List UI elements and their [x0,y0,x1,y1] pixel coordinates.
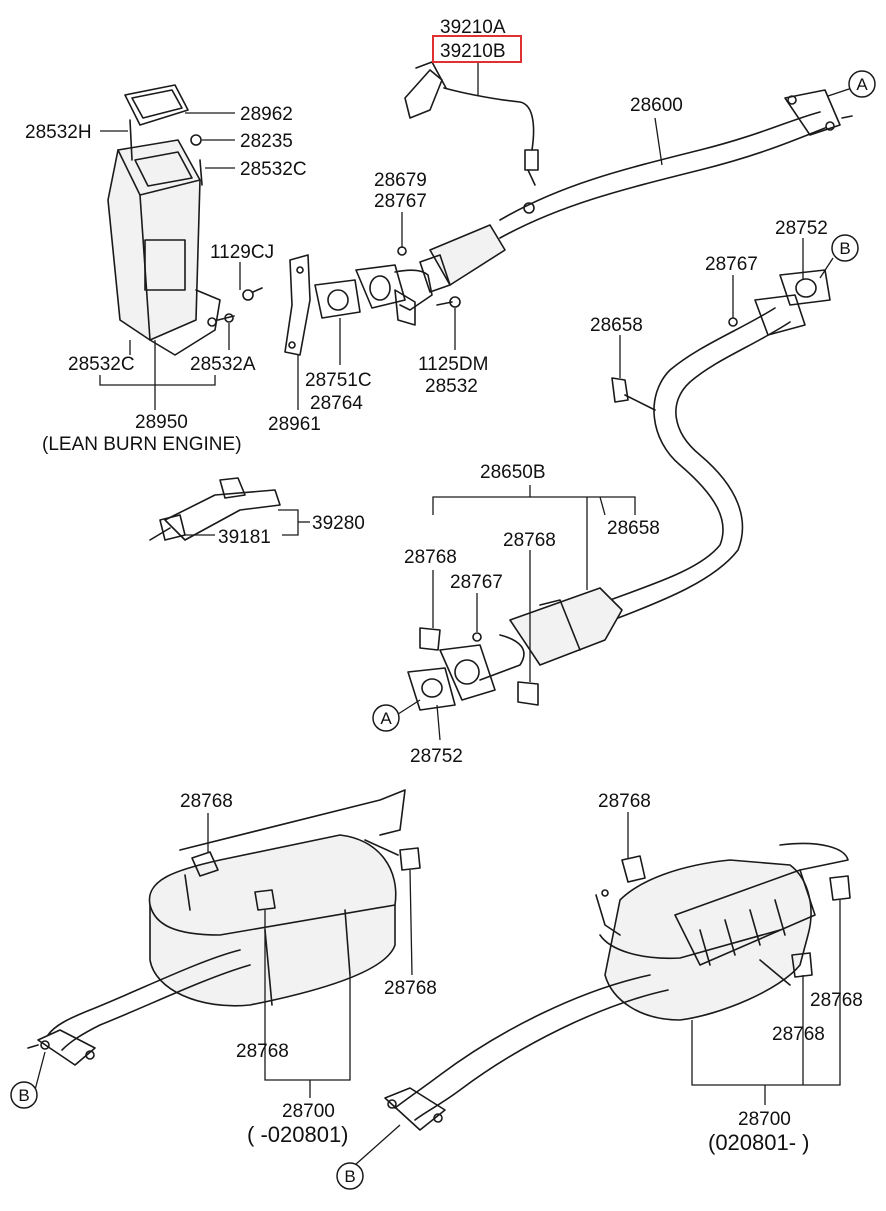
part-label-28768-d: 28768 [598,791,651,812]
ref-circle-b-top [831,234,859,262]
part-label-lean-burn-engine: (LEAN BURN ENGINE) [42,434,242,455]
part-label-28532a: 28532A [190,354,256,375]
part-label-28600: 28600 [630,95,683,116]
part-label-28751c: 28751C [305,370,372,391]
part-label-1129cj: 1129CJ [210,242,274,263]
part-label-28764: 28764 [310,393,363,414]
part-label-28768-f: 28768 [236,1041,289,1062]
leader-lines [34,62,853,1166]
ref-circle-b-right [336,1162,364,1190]
part-label-28658-mid: 28658 [607,518,660,539]
part-label-28768-e: 28768 [384,978,437,999]
highlight-box-39210b [432,35,522,63]
part-label-39210b: 39210B [440,41,506,62]
part-label-28532h: 28532H [25,122,92,143]
catalytic-converter-28950 [107,84,263,356]
part-label-28532: 28532 [425,376,478,397]
part-label-28768-a: 28768 [404,547,457,568]
part-label-28767-c: 28767 [450,572,503,593]
part-label-28700-left: 28700 [282,1101,335,1122]
ref-label-a-mid: A [380,709,392,728]
front-pipe-28600 [355,89,853,326]
part-label-range-left: ( -020801) [247,1122,349,1147]
part-label-28650b: 28650B [480,462,546,483]
center-pipe-28650b [407,269,831,711]
part-label-28235: 28235 [240,131,293,152]
ref-label-b-right: B [344,1167,355,1186]
ref-label-a-top: A [856,75,868,94]
part-label-1125dm: 1125DM [418,354,488,375]
part-label-28768-c: 28768 [180,791,233,812]
bracket-28961 [284,254,311,356]
ref-circle-a-top [848,70,876,98]
part-label-28532c-low: 28532C [68,354,135,375]
part-label-28679: 28679 [374,170,427,191]
muffler-28700-early [27,789,421,1066]
part-label-28962: 28962 [240,104,293,125]
part-label-28768-h: 28768 [772,1024,825,1045]
part-label-39210a: 39210A [440,17,506,38]
part-label-28752-top: 28752 [775,218,828,239]
ref-circle-b-left [10,1081,38,1109]
part-label-28532c-top: 28532C [240,159,307,180]
part-label-28950: 28950 [135,412,188,433]
ref-label-b-left: B [18,1086,29,1105]
part-label-28768-b: 28768 [503,530,556,551]
part-label-39280: 39280 [312,513,365,534]
ref-circle-a-mid [372,704,400,732]
part-label-28767-b: 28767 [705,254,758,275]
part-label-28700-right: 28700 [738,1109,791,1130]
part-label-28961: 28961 [268,414,321,435]
muffler-28700-late [384,842,851,1131]
part-label-28767-a: 28767 [374,191,427,212]
part-label-28752-mid: 28752 [410,746,463,767]
part-label-range-right: (020801- ) [708,1130,810,1155]
gasket-28751c [314,279,361,319]
part-label-28658-top: 28658 [590,315,643,336]
part-label-28768-g: 28768 [810,990,863,1011]
part-label-39181: 39181 [218,527,271,548]
ref-label-b-top: B [839,239,850,258]
